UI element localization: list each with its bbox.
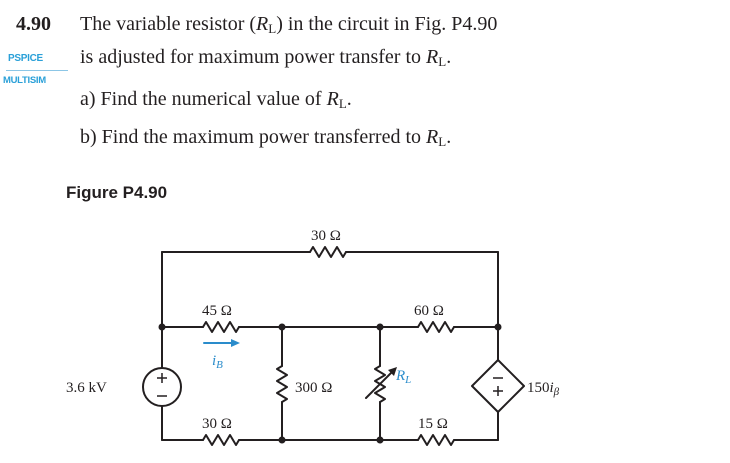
resistor-300 (276, 365, 288, 403)
junction-rl-bottom (376, 436, 384, 444)
resistor-30-top (309, 246, 347, 258)
junction-left-mid (158, 323, 166, 331)
line1-pre: The variable resistor ( (80, 13, 257, 35)
rl-arrow-head (388, 367, 397, 376)
label-r30-top: 30 Ω (311, 228, 341, 244)
label-r45: 45 Ω (202, 303, 232, 319)
voltage-source (142, 367, 182, 407)
part-b-pre: b) Find the maximum power transferred to (80, 126, 427, 148)
dependent-source (471, 359, 525, 413)
label-dependent: 150iβ (527, 380, 560, 398)
ib-arrow-head (231, 339, 240, 347)
dep-plus (493, 386, 503, 396)
part-b-r: R (426, 126, 439, 148)
part-a-r: R (326, 88, 339, 110)
part-a-sub: L (338, 96, 347, 111)
label-rl-r: R (395, 368, 405, 384)
line2-r: R (426, 46, 439, 68)
multisim-badge: MULTISIM (3, 75, 46, 86)
resistor-60 (417, 321, 455, 333)
part-a-pre: a) Find the numerical value of (80, 88, 327, 110)
label-r300: 300 Ω (295, 380, 332, 396)
line2-pre: is adjusted for maximum power transfer t… (80, 46, 427, 68)
resistor-30-bottom (202, 434, 240, 446)
junction-right-mid (494, 323, 502, 331)
problem-number: 4.90 (16, 13, 51, 35)
problem-line-1: The variable resistor (RL) in the circui… (80, 13, 497, 37)
label-r15: 15 Ω (418, 416, 448, 432)
label-rl-sub: L (404, 374, 411, 386)
part-a: a) Find the numerical value of RL. (80, 88, 352, 112)
figure-title: Figure P4.90 (66, 183, 168, 202)
line1-sub: L (268, 21, 277, 36)
label-r30-bottom: 30 Ω (202, 416, 232, 432)
label-dep-i: i (550, 380, 554, 396)
resistor-15 (417, 434, 455, 446)
label-source: 3.6 kV (66, 380, 107, 396)
resistor-45 (202, 321, 240, 333)
line1-post: ) in the circuit in Fig. P4.90 (276, 13, 498, 35)
junction-rl-top (376, 323, 384, 331)
part-b: b) Find the maximum power transferred to… (80, 126, 451, 150)
line2-sub: L (438, 54, 447, 69)
label-r60: 60 Ω (414, 303, 444, 319)
label-ib: iB (212, 353, 223, 371)
line1-r: R (256, 13, 269, 35)
part-a-post: . (346, 88, 352, 110)
source-plus (157, 373, 167, 383)
part-b-sub: L (438, 134, 447, 149)
pspice-badge: PSPICE (8, 53, 43, 64)
label-ib-sub: B (216, 359, 223, 371)
problem-line-2: is adjusted for maximum power transfer t… (80, 46, 451, 70)
label-ib-i: i (212, 353, 216, 369)
junction-300-bottom (278, 436, 286, 444)
badge-divider (6, 70, 68, 71)
problem-statement: 4.90 PSPICE MULTISIM The variable resist… (0, 0, 730, 200)
label-rl: RL (395, 368, 411, 386)
line2-post: . (446, 46, 452, 68)
rl-variable-arrow (365, 369, 395, 399)
junction-300-top (278, 323, 286, 331)
label-dep-sub: β (553, 386, 560, 398)
label-dep-pre: 150 (527, 380, 550, 396)
part-b-post: . (446, 126, 452, 148)
